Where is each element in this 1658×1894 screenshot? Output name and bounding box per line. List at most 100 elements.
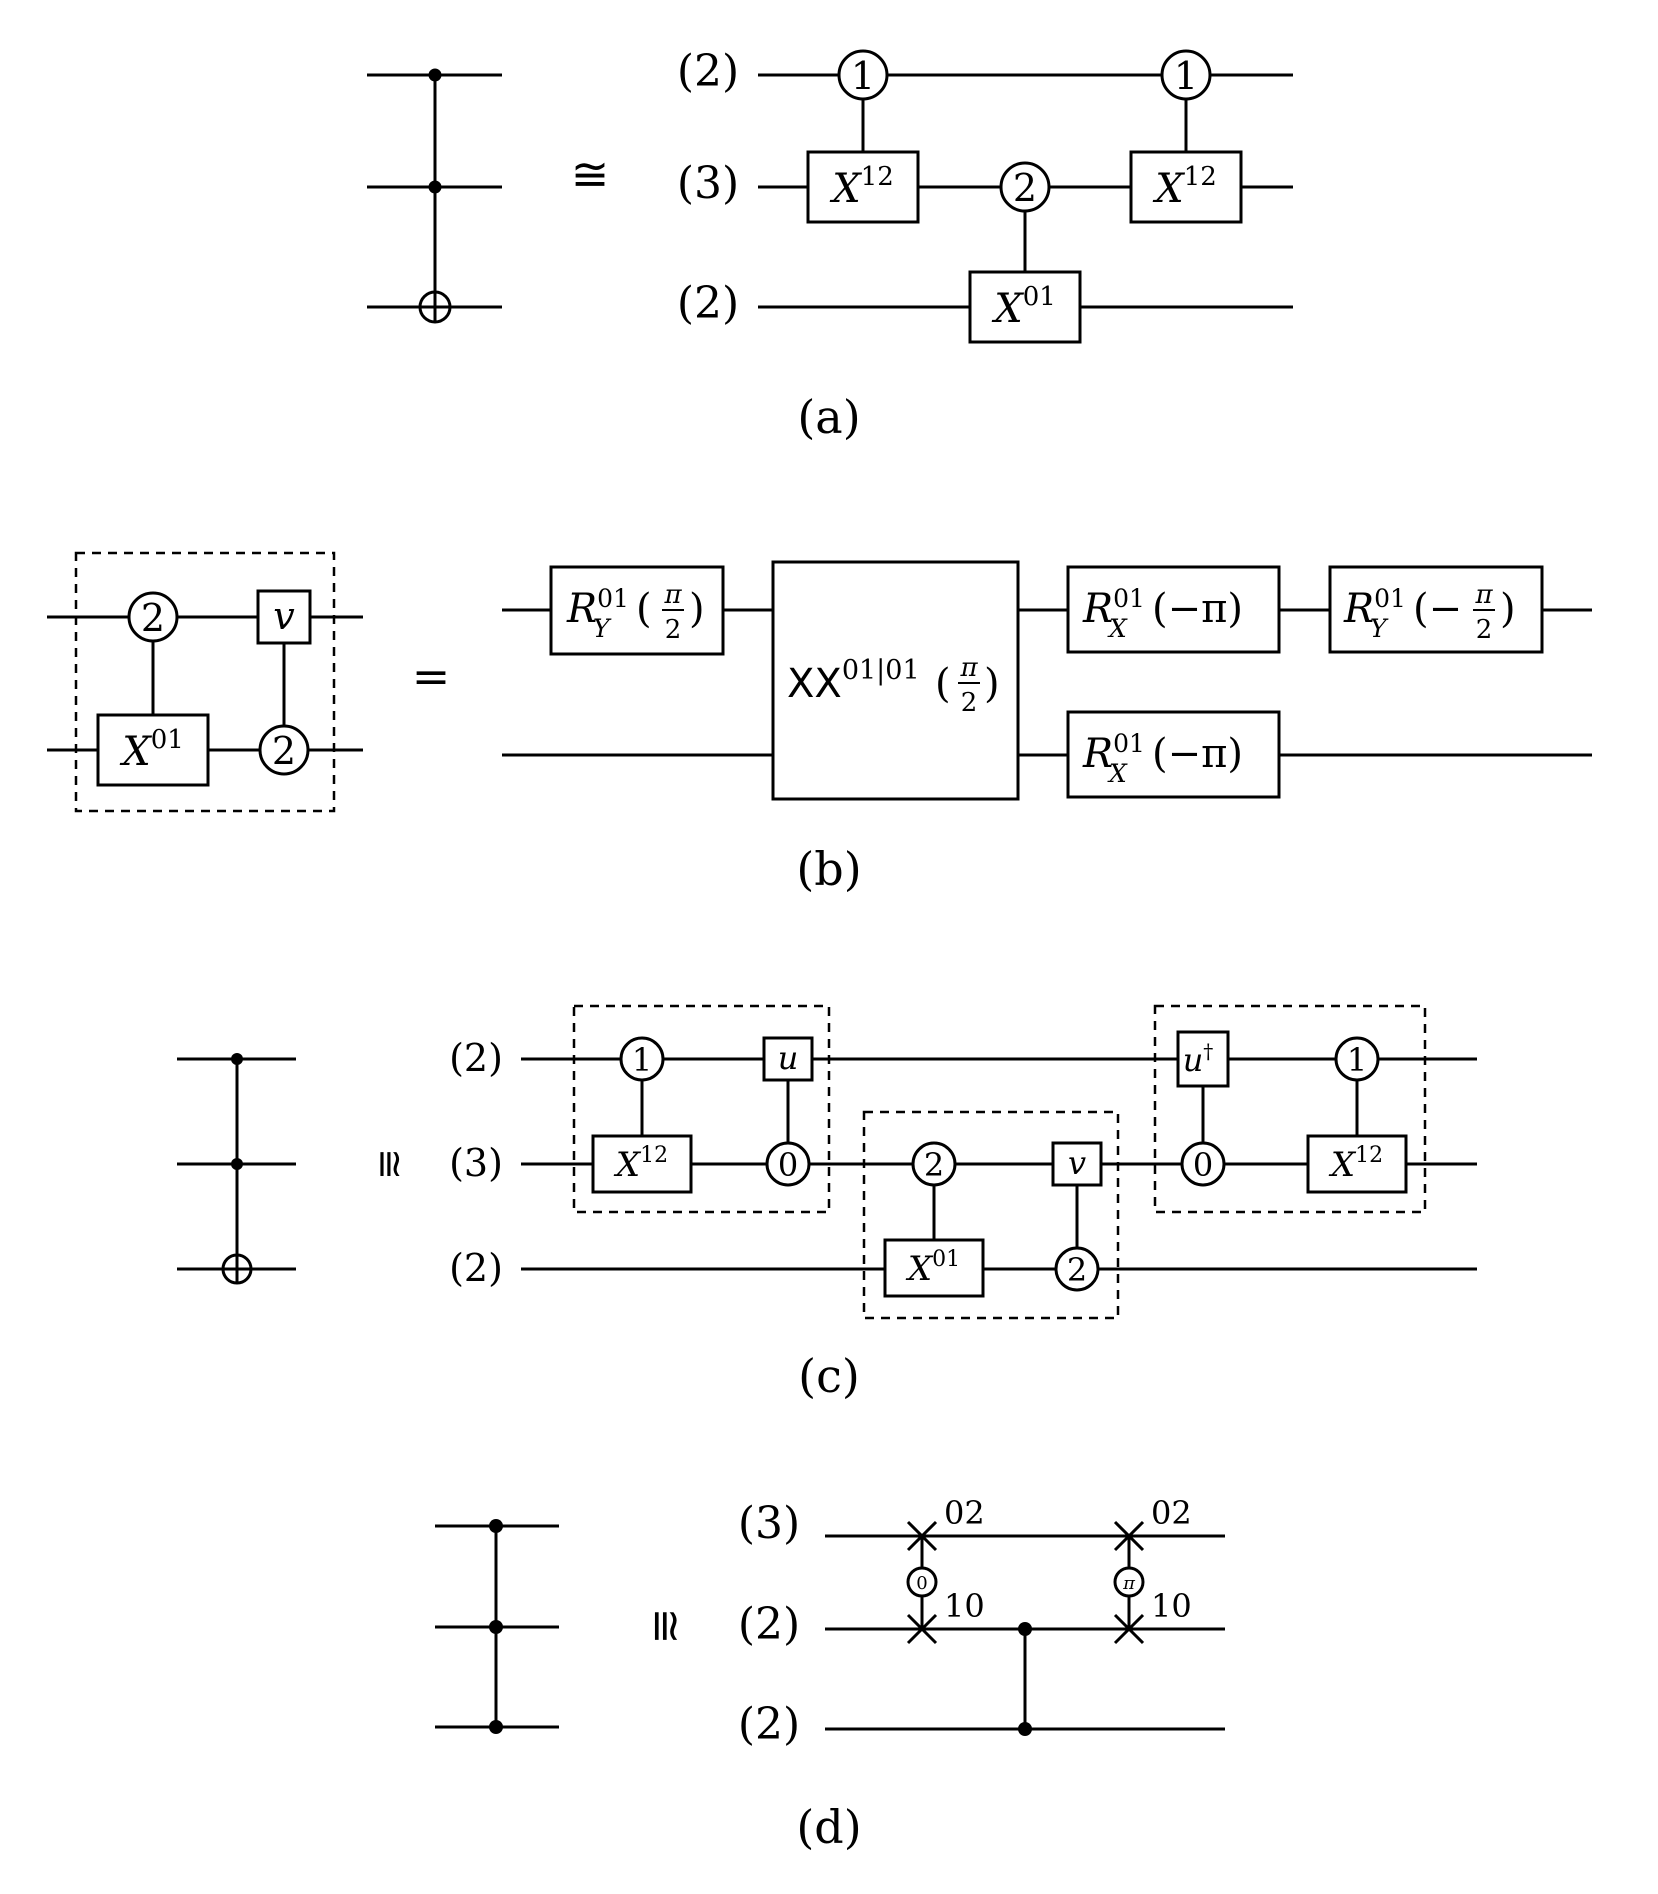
control-dot xyxy=(1018,1622,1032,1636)
u-dagger-gate xyxy=(1176,1030,1230,1088)
control-circle xyxy=(127,591,179,643)
dim-label: (3) xyxy=(677,158,739,209)
x12-gate xyxy=(806,150,920,224)
swap-level-label: 02 xyxy=(944,1494,985,1532)
subspace-swap-gate: π 02 10 xyxy=(1113,1494,1192,1645)
control-label: 1 xyxy=(851,54,875,98)
control-label: 1 xyxy=(1174,54,1198,98)
v-gate-label: v xyxy=(273,594,295,638)
control-dot xyxy=(428,180,442,194)
caption-d: (d) xyxy=(796,1800,861,1854)
control-circle xyxy=(1180,1141,1226,1187)
dashed-group xyxy=(1153,1004,1427,1214)
fraction-den: 2 xyxy=(665,615,682,645)
x01-gate-label: X01 xyxy=(991,282,1056,332)
rx-gate xyxy=(1066,565,1281,654)
subspace-swap-gate: 0 02 10 xyxy=(906,1494,985,1645)
fraction-den: 2 xyxy=(961,688,978,718)
x12-gate xyxy=(1129,150,1243,224)
xx-gate-label: XX01|01( xyxy=(787,655,951,707)
control-circle xyxy=(1160,49,1212,101)
x12-gate-label: X12 xyxy=(1152,162,1217,212)
panel-c: ≅ (2) (3) (2) 1 X12 u 0 2 X01 v 2 xyxy=(177,1004,1477,1403)
phase-circle xyxy=(1113,1566,1145,1598)
equals-symbol: = xyxy=(412,649,451,703)
u-gate xyxy=(762,1036,814,1082)
toffoli-gate-c xyxy=(177,1053,296,1285)
xx-gate xyxy=(771,560,1020,801)
u-gate-label: u xyxy=(778,1039,799,1077)
control-label: 1 xyxy=(1347,1041,1367,1079)
control-label: 0 xyxy=(1193,1146,1213,1184)
phase-circle xyxy=(906,1566,938,1598)
dim-label: (3) xyxy=(738,1498,800,1549)
control-circle xyxy=(619,1036,665,1082)
panel-d: ≅ (3) (2) (2) 0 02 10 xyxy=(435,1494,1225,1854)
control-dot xyxy=(428,68,442,82)
ccz-gate-d xyxy=(435,1519,559,1734)
phase-label: π xyxy=(1122,1573,1136,1594)
dim-label: (3) xyxy=(449,1141,503,1185)
x12-gate xyxy=(591,1134,693,1194)
control-label: 1 xyxy=(632,1041,652,1079)
control-label: 2 xyxy=(272,729,296,773)
arg-close: ) xyxy=(1500,586,1516,632)
v-gate-label: v xyxy=(1068,1144,1086,1182)
arg-close: ) xyxy=(689,586,705,632)
x01-gate xyxy=(96,713,210,787)
fraction-num: π xyxy=(959,653,978,683)
control-dot xyxy=(231,1053,243,1065)
v-gate xyxy=(1051,1141,1103,1187)
control-dot xyxy=(489,1720,503,1734)
u-dagger-gate-label: u† xyxy=(1183,1039,1214,1079)
dashed-group xyxy=(862,1110,1120,1320)
dim-label: (2) xyxy=(738,1599,800,1650)
x01-gate xyxy=(968,270,1082,344)
toffoli-gate-a xyxy=(367,68,502,324)
control-label: 2 xyxy=(1013,166,1037,210)
control-dot xyxy=(231,1158,243,1170)
x01-gate xyxy=(883,1238,985,1298)
swap-level-label: 10 xyxy=(944,1587,985,1625)
rx-gate xyxy=(1066,710,1281,799)
congruent-symbol-c: ≅ xyxy=(368,1148,412,1180)
caption-c: (c) xyxy=(798,1349,860,1403)
control-circle xyxy=(1334,1036,1380,1082)
dashed-group xyxy=(572,1004,831,1214)
congruent-symbol-d: ≅ xyxy=(640,1608,691,1645)
phase-label: 0 xyxy=(916,1573,927,1594)
x01-gate-label: X01 xyxy=(119,725,184,775)
x12-gate-label: X12 xyxy=(613,1143,668,1185)
control-circle xyxy=(911,1141,957,1187)
fraction-den: 2 xyxy=(1476,615,1493,645)
ry-gate xyxy=(1328,565,1544,654)
control-circle xyxy=(258,724,310,776)
control-circle xyxy=(837,49,889,101)
control-label: 2 xyxy=(924,1146,944,1184)
fraction-num: π xyxy=(1474,580,1493,610)
dim-label: (2) xyxy=(677,278,739,329)
arg-close: ) xyxy=(984,661,1000,707)
control-label: 2 xyxy=(1067,1251,1087,1289)
dim-label: (2) xyxy=(677,46,739,97)
panel-a: ≅ (2) (3) (2) 1 X12 2 X01 1 X12 (a) xyxy=(367,46,1293,444)
x12-gate-label: X12 xyxy=(829,162,894,212)
ry-gate xyxy=(549,565,725,656)
caption-a: (a) xyxy=(797,390,860,444)
dim-label: (2) xyxy=(449,1036,503,1080)
dim-label: (2) xyxy=(738,1699,800,1750)
dim-label: (2) xyxy=(449,1246,503,1290)
x12-gate xyxy=(1306,1134,1408,1194)
control-dot xyxy=(1018,1722,1032,1736)
x01-gate-label: X01 xyxy=(905,1247,960,1289)
swap-level-label: 02 xyxy=(1151,1494,1192,1532)
control-dot xyxy=(489,1519,503,1533)
control-dot xyxy=(489,1620,503,1634)
swap-level-label: 10 xyxy=(1151,1587,1192,1625)
x12-gate-label: X12 xyxy=(1328,1143,1383,1185)
